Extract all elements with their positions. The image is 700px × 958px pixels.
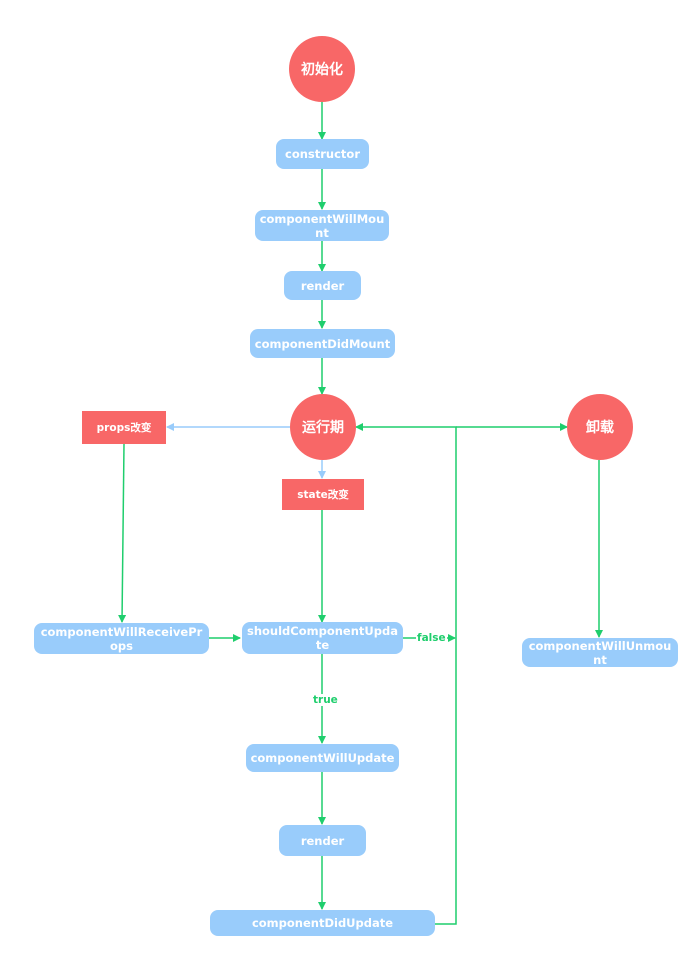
edge-didupdate-running [355,423,457,925]
component-did-mount-node: componentDidMount [250,329,395,358]
component-will-mount-node: componentWillMount [255,210,389,241]
true-edge-label: true [312,694,339,706]
init-node: 初始化 [289,36,355,102]
unmount-node: 卸载 [567,394,633,460]
state-change-node: state改变 [282,479,364,510]
constructor-node: constructor [276,139,369,169]
should-component-update-node: shouldComponentUpdate [242,622,403,654]
props-change-node: props改变 [82,411,166,444]
running-node: 运行期 [290,394,356,460]
edge-props-willreceive [118,443,127,623]
false-edge-label: false [416,632,447,644]
render-node-1: render [284,271,361,300]
component-did-update-node: componentDidUpdate [210,910,435,936]
component-will-receive-props-node: componentWillReceiveProps [34,623,209,654]
component-will-unmount-node: componentWillUnmount [522,638,678,667]
render-node-2: render [279,825,366,856]
component-will-update-node: componentWillUpdate [246,744,399,772]
